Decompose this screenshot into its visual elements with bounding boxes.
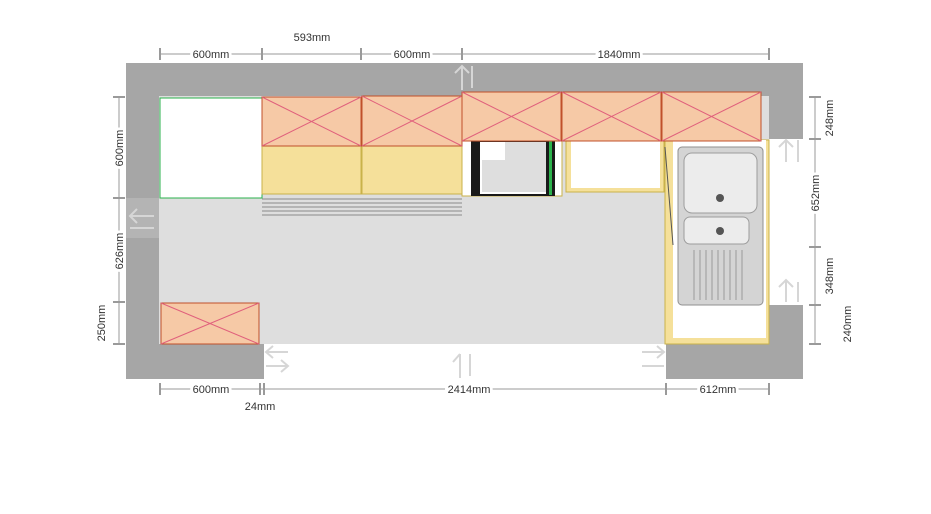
wall-unit-1[interactable] — [261, 96, 362, 147]
cross-unit-icon — [361, 95, 463, 147]
dim-top-4: 1840mm — [598, 49, 641, 61]
plinth-lines — [262, 198, 462, 216]
dim-left-1: 600mm — [114, 130, 126, 167]
cross-unit-icon — [160, 302, 260, 345]
cross-unit-icon — [661, 91, 762, 142]
wall-unit-3[interactable] — [461, 91, 562, 142]
dim-right-1: 248mm — [824, 100, 836, 137]
door-swing-arrow-icon — [128, 64, 799, 378]
bottom-left-unit[interactable] — [160, 302, 260, 345]
dim-bottom-4: 612mm — [700, 384, 737, 396]
fridge-unit[interactable] — [159, 97, 263, 199]
dim-right-3: 348mm — [824, 258, 836, 295]
wall-unit-4[interactable] — [561, 91, 662, 142]
drain-icon — [716, 194, 724, 202]
corner-diagonal — [664, 146, 674, 246]
sink-basin-icon — [683, 152, 758, 214]
wall-unit-5[interactable] — [661, 91, 762, 142]
dimension-labels-right: 248mm 652mm 348mm 240mm — [807, 100, 854, 343]
dimension-labels-bottom: 600mm 24mm 2414mm 612mm — [190, 381, 740, 413]
dim-right-2: 652mm — [810, 175, 822, 212]
dim-bottom-2: 24mm — [245, 401, 276, 413]
dim-bottom-3: 2414mm — [448, 384, 491, 396]
bottom-doorway — [264, 344, 666, 379]
oven-inner-shape — [482, 142, 546, 192]
cross-unit-icon — [461, 91, 562, 142]
dim-bottom-1: 600mm — [193, 384, 230, 396]
oven-side-left — [472, 141, 480, 195]
wall-units — [261, 91, 762, 147]
base-cabinet-1[interactable] — [261, 141, 362, 195]
cross-unit-icon — [261, 96, 362, 147]
drainer-ribs — [693, 250, 743, 300]
bottom-left-unit-group — [160, 302, 260, 345]
dim-top-3: 600mm — [394, 49, 431, 61]
dimension-labels-top: 600mm 593mm 600mm 1840mm — [190, 32, 644, 64]
dim-right-4: 240mm — [842, 306, 854, 343]
dim-left-3: 250mm — [96, 305, 108, 342]
dimension-labels-left: 600mm 626mm 250mm — [96, 127, 129, 342]
small-drain-icon — [716, 227, 724, 235]
wall-unit-2[interactable] — [361, 95, 463, 147]
base-cabinet-2[interactable] — [361, 141, 463, 195]
base-cabinet-4-inner — [571, 141, 660, 188]
dimension-lines — [113, 48, 821, 395]
oven-side-right-accent — [549, 141, 552, 195]
dim-top-1: 600mm — [193, 49, 230, 61]
dim-top-2: 593mm — [294, 32, 331, 44]
right-window-opening — [769, 139, 803, 305]
dim-left-2: 626mm — [114, 233, 126, 270]
cross-unit-icon — [561, 91, 662, 142]
